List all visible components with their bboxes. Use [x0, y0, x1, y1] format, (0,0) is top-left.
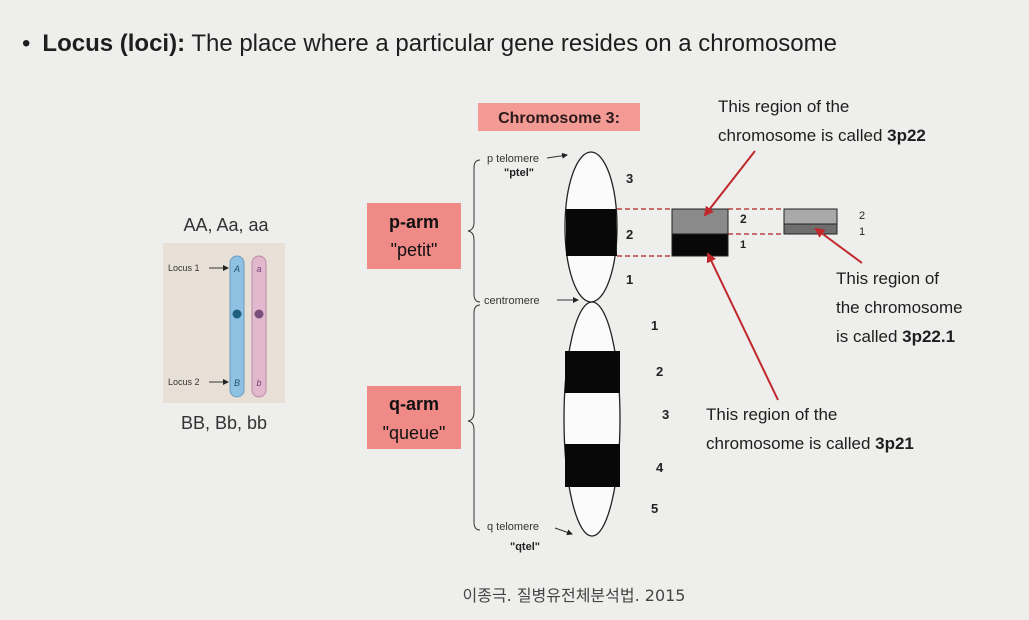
- p-arm-label: p-arm: [389, 212, 439, 232]
- q-arm-band-4: [565, 444, 620, 487]
- bullet-icon: •: [22, 30, 31, 57]
- q-band-5: 5: [651, 501, 658, 516]
- p-band-1: 1: [626, 272, 633, 287]
- callout-3p22-line1: This region of the: [718, 97, 849, 116]
- callout-3p221-line2: the chromosome: [836, 298, 963, 317]
- p-arm-band-2: [566, 209, 617, 256]
- callout-3p221-line1: This region of: [836, 269, 939, 288]
- p-arm-box: [367, 203, 461, 269]
- bottom-genotypes: BB, Bb, bb: [181, 413, 267, 433]
- zoom2-band-1: [783, 223, 838, 235]
- p-band-3: 3: [626, 171, 633, 186]
- zoom1-label-1: 1: [740, 239, 746, 251]
- zoom2-label-1: 1: [859, 226, 865, 238]
- q-band-3: 3: [662, 407, 669, 422]
- q-telomere-arrow: [554, 527, 573, 536]
- q-telomere-label: q telomere: [487, 521, 539, 533]
- q-arm-band-2: [565, 351, 620, 393]
- callout-3p221-line3: is called 3p22.1: [836, 327, 955, 346]
- q-telomere-short: "qtel": [510, 541, 540, 553]
- zoom2-label-2: 2: [859, 210, 865, 222]
- q-arm-label: q-arm: [389, 394, 439, 414]
- p-band-2: 2: [626, 227, 633, 242]
- chromosome-title: Chromosome 3:: [498, 110, 620, 127]
- zoom1-band-1: [671, 233, 729, 257]
- q-arm-nickname: "queue": [383, 423, 446, 443]
- p-telomere-short: "ptel": [504, 167, 534, 179]
- chromosome-a: [251, 255, 267, 398]
- q-band-4: 4: [656, 460, 664, 475]
- allele-B: B: [234, 378, 240, 388]
- centromere-A: [232, 309, 242, 319]
- chromosome-A: [229, 255, 245, 398]
- top-genotypes: AA, Aa, aa: [183, 215, 269, 235]
- callout-3p22-arrow: [703, 150, 756, 217]
- p-telomere-arrow: [546, 152, 568, 159]
- p-telomere-label: p telomere: [487, 153, 539, 165]
- headline-definition: The place where a particular gene reside…: [191, 30, 837, 57]
- zoom1-label-2: 2: [740, 212, 747, 226]
- callout-3p21-arrow: [706, 252, 779, 401]
- chromosome-title-box: [478, 103, 640, 131]
- q-arm-box: [367, 386, 461, 449]
- allele-b: b: [256, 378, 261, 388]
- callout-3p221-arrow: [814, 227, 863, 264]
- q-arm-chromosome: [563, 301, 621, 537]
- allele-A: A: [233, 264, 240, 274]
- p-arm-chromosome: [564, 151, 618, 303]
- callout-3p21-line2: chromosome is called 3p21: [706, 434, 914, 453]
- centromere-a: [254, 309, 264, 319]
- p-arm-nickname: "petit": [391, 240, 438, 260]
- allele-a: a: [256, 264, 261, 274]
- headline: • Locus (loci): The place where a particu…: [22, 30, 837, 58]
- locus2-label: Locus 2: [168, 377, 200, 387]
- headline-term: Locus (loci):: [42, 30, 186, 57]
- locus1-label: Locus 1: [168, 263, 200, 273]
- p-arm-brace: [467, 159, 481, 303]
- callout-3p21-line1: This region of the: [706, 405, 837, 424]
- zoom2-band-2: [783, 208, 838, 225]
- q-band-2: 2: [656, 364, 663, 379]
- callout-3p22-line2: chromosome is called 3p22: [718, 126, 926, 145]
- q-arm-brace: [467, 304, 481, 531]
- citation: 이종극. 질병유전체분석법. 2015: [463, 586, 686, 605]
- zoom1-band-2: [671, 208, 729, 235]
- q-band-1: 1: [651, 318, 658, 333]
- centromere-label: centromere: [484, 295, 540, 307]
